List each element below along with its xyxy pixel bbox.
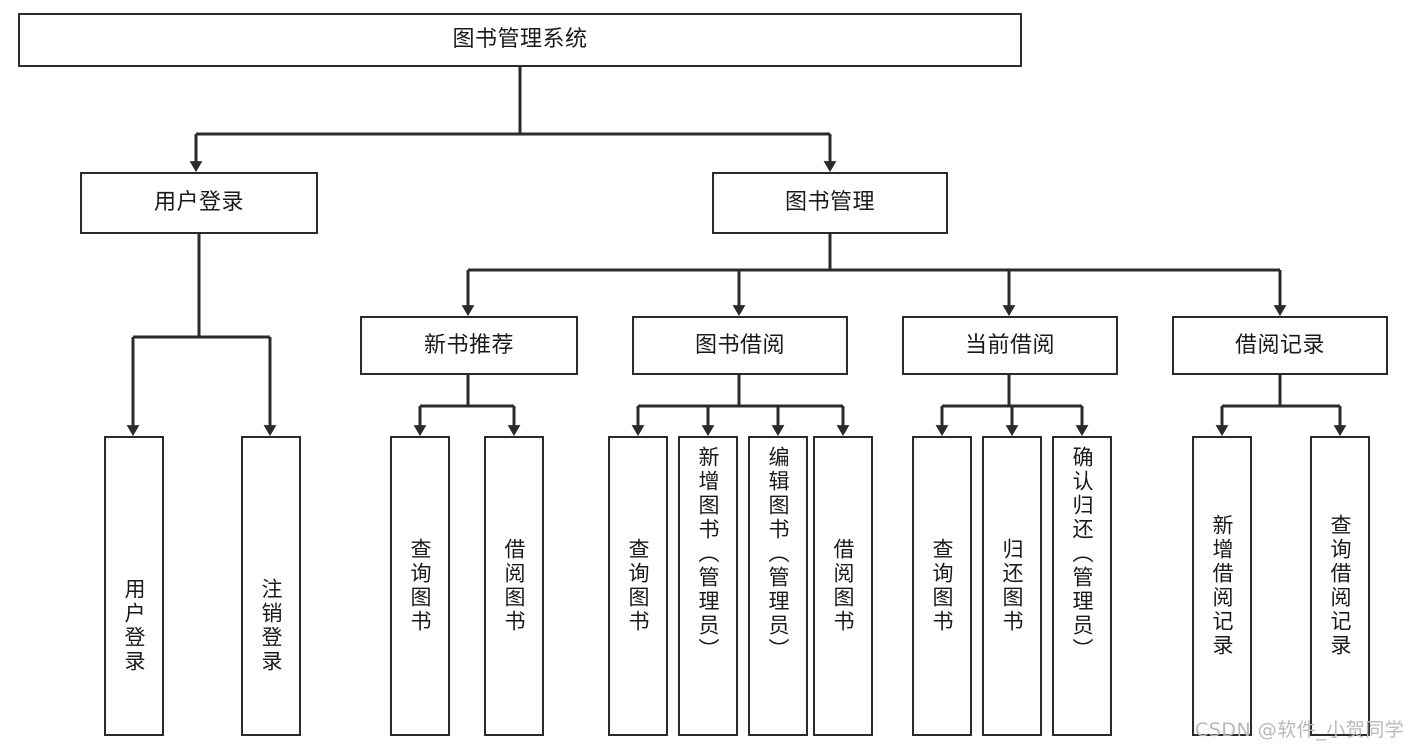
- node-leaf-query-book-1[interactable]: 查询图书: [390, 436, 450, 736]
- node-leaf-logout-login-label: 注销登录: [259, 578, 284, 674]
- node-book-borrow[interactable]: 图书借阅: [632, 316, 848, 375]
- node-leaf-query-book-3[interactable]: 查询图书: [912, 436, 972, 736]
- node-leaf-borrow-book-2[interactable]: 借阅图书: [813, 436, 873, 736]
- node-leaf-confirm-return-label: 确认归还（管理员）: [1070, 446, 1095, 662]
- node-leaf-return-book-label: 归还图书: [1000, 538, 1025, 634]
- node-leaf-user-login-label: 用户登录: [122, 578, 147, 674]
- node-leaf-query-book-2[interactable]: 查询图书: [608, 436, 668, 736]
- node-leaf-borrow-book-1[interactable]: 借阅图书: [484, 436, 544, 736]
- node-new-book-recommend[interactable]: 新书推荐: [360, 316, 578, 375]
- node-leaf-borrow-book-1-label: 借阅图书: [502, 538, 527, 634]
- node-root[interactable]: 图书管理系统: [18, 13, 1022, 67]
- node-leaf-edit-book-label: 编辑图书（管理员）: [766, 446, 791, 662]
- node-leaf-query-book-2-label: 查询图书: [626, 538, 651, 634]
- node-user-login-label: 用户登录: [153, 190, 244, 216]
- csdn-watermark: CSDN @软件_小贺同学: [1195, 719, 1405, 741]
- node-current-borrow[interactable]: 当前借阅: [902, 316, 1118, 375]
- node-leaf-add-book[interactable]: 新增图书（管理员）: [678, 436, 738, 736]
- node-leaf-add-book-label: 新增图书（管理员）: [696, 446, 721, 662]
- node-new-book-recommend-label: 新书推荐: [423, 332, 514, 358]
- node-leaf-query-record-label: 查询借阅记录: [1328, 514, 1353, 658]
- node-book-manage[interactable]: 图书管理: [712, 172, 948, 234]
- node-leaf-add-record[interactable]: 新增借阅记录: [1192, 436, 1252, 736]
- node-leaf-add-record-label: 新增借阅记录: [1210, 514, 1235, 658]
- node-leaf-query-book-3-label: 查询图书: [930, 538, 955, 634]
- node-leaf-query-book-1-label: 查询图书: [408, 538, 433, 634]
- node-root-label: 图书管理系统: [452, 27, 588, 53]
- node-leaf-borrow-book-2-label: 借阅图书: [831, 538, 856, 634]
- node-leaf-edit-book[interactable]: 编辑图书（管理员）: [748, 436, 808, 736]
- node-book-borrow-label: 图书借阅: [694, 332, 785, 358]
- node-user-login[interactable]: 用户登录: [80, 172, 318, 234]
- node-borrow-record[interactable]: 借阅记录: [1172, 316, 1388, 375]
- node-borrow-record-label: 借阅记录: [1234, 332, 1325, 358]
- node-leaf-return-book[interactable]: 归还图书: [982, 436, 1042, 736]
- node-leaf-query-record[interactable]: 查询借阅记录: [1310, 436, 1370, 736]
- node-current-borrow-label: 当前借阅: [964, 332, 1055, 358]
- node-leaf-user-login[interactable]: 用户登录: [104, 436, 164, 736]
- node-leaf-confirm-return[interactable]: 确认归还（管理员）: [1052, 436, 1112, 736]
- node-leaf-logout-login[interactable]: 注销登录: [241, 436, 301, 736]
- node-book-manage-label: 图书管理: [784, 190, 875, 216]
